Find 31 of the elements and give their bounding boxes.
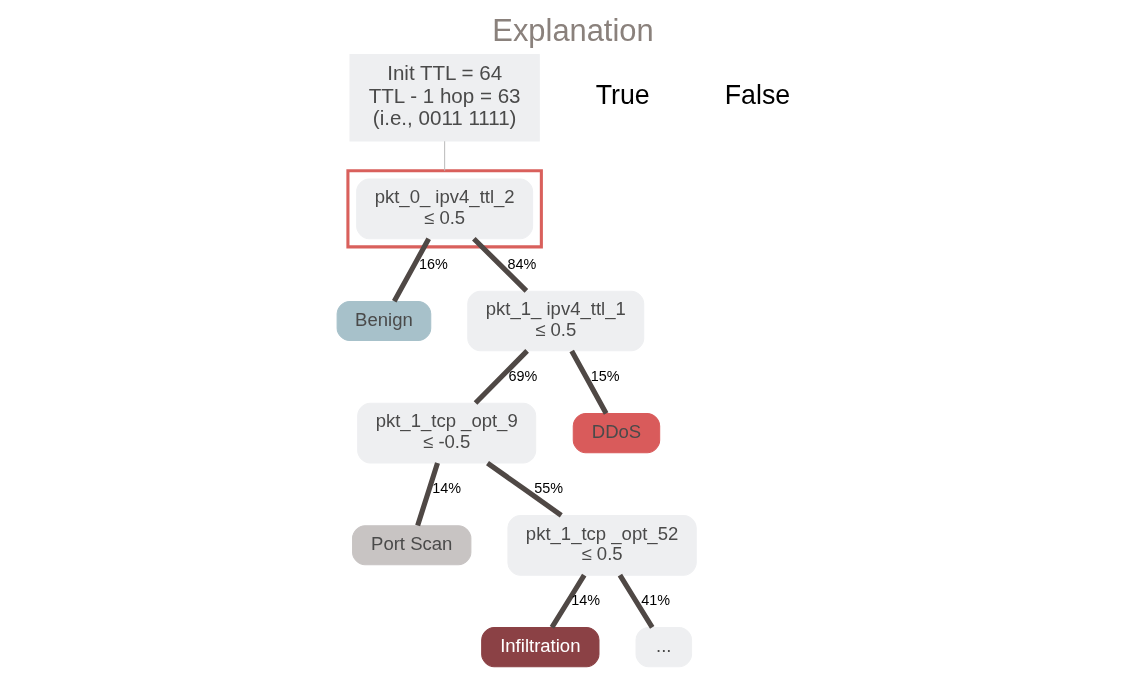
connector: [485, 461, 563, 518]
cluster: [345, 169, 543, 249]
connector: [617, 573, 654, 629]
node-box: pkt_1_ ipv4_ttl_1 ≤ 0.5: [466, 290, 644, 352]
node-box: pkt_1_tcp _opt_52 ≤ 0.5: [506, 514, 697, 576]
edge-label: 14%: [570, 592, 600, 609]
node-box: Infiltration: [480, 627, 599, 668]
diagram-title: Explanation: [491, 13, 654, 49]
node-box: DDoS: [572, 413, 660, 454]
connector: [549, 573, 586, 629]
node-box: pkt_1_tcp _opt_9 ≤ -0.5: [356, 402, 536, 464]
edge-label: 41%: [640, 592, 670, 609]
edge-label: 84%: [506, 255, 536, 272]
edge-label: 15%: [590, 367, 620, 384]
label: False: [724, 80, 790, 111]
edge-label: 14%: [431, 480, 461, 497]
connector: [414, 462, 440, 527]
node-box: Port Scan: [351, 525, 471, 566]
edge-label: 55%: [533, 480, 563, 497]
connector: [473, 349, 529, 405]
edge-label: 69%: [507, 367, 537, 384]
edge-label: 16%: [418, 255, 448, 272]
connector: [471, 236, 528, 293]
node-box: ...: [635, 627, 692, 668]
node-box: pkt_0_ ipv4_ttl_2 ≤ 0.5: [355, 178, 533, 240]
node-box: Init TTL = 64 TTL - 1 hop = 63 (i.e., 0011 1111): [348, 53, 540, 142]
connector: [568, 349, 608, 415]
label: True: [595, 80, 650, 111]
connector: [391, 237, 431, 303]
node-box: Benign: [336, 300, 431, 342]
connector: [443, 140, 445, 172]
